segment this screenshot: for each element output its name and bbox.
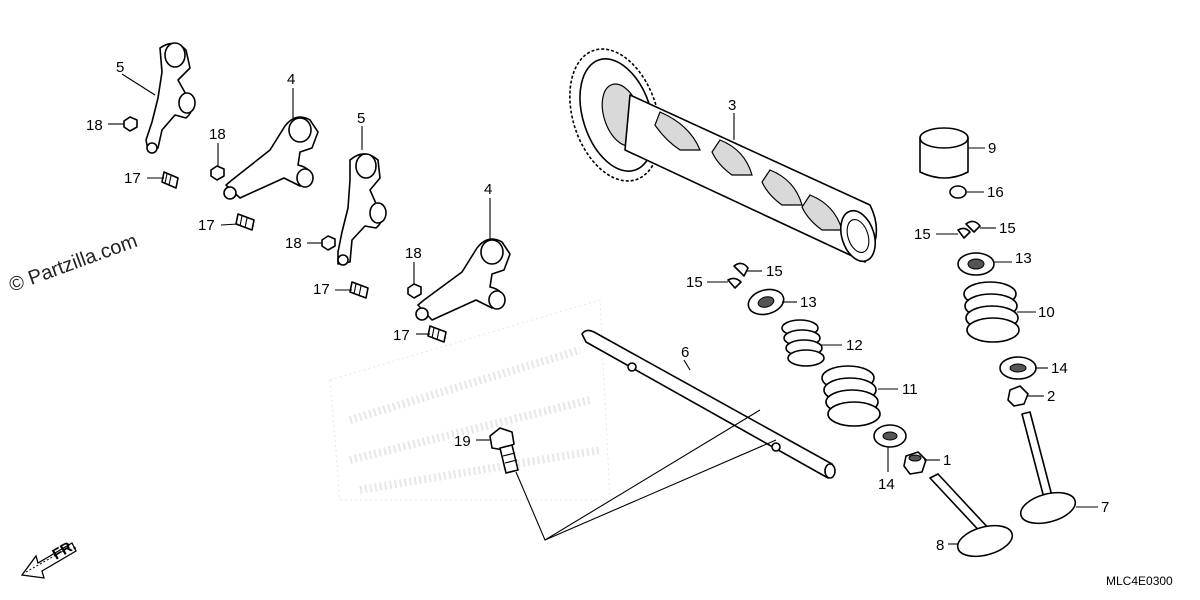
callout-12: 12	[846, 337, 863, 354]
callout-17: 17	[124, 170, 141, 187]
cotter-15-middle	[727, 262, 749, 289]
inner-spring-12	[781, 319, 825, 367]
callout-18: 18	[285, 235, 302, 252]
nut-18-b	[210, 165, 225, 181]
callout-14: 14	[1051, 360, 1068, 377]
valve-7	[1019, 411, 1077, 525]
callout-labels: 5 18 17 4 18 17 5 18 17 4 18 17 3 6 15 1…	[86, 59, 1109, 554]
callout-15: 15	[686, 274, 703, 291]
callout-2: 2	[1047, 388, 1055, 405]
rocker-arm-5-second	[337, 153, 387, 266]
callout-8: 8	[936, 537, 944, 554]
leader-lines	[108, 73, 1098, 545]
callout-17: 17	[393, 327, 410, 344]
spring-seat-14-right	[999, 356, 1037, 380]
nut-18-c	[321, 235, 336, 251]
callout-6: 6	[681, 344, 689, 361]
callout-9: 9	[988, 140, 996, 157]
spring-10	[963, 281, 1020, 343]
outer-spring-11	[821, 365, 881, 427]
drawing-code: MLC4E0300	[1106, 574, 1173, 588]
nut-18-a	[123, 116, 138, 132]
callout-5: 5	[357, 110, 365, 127]
callout-18: 18	[86, 117, 103, 134]
callout-15: 15	[914, 226, 931, 243]
shim-16	[949, 185, 967, 199]
callout-1: 1	[943, 452, 951, 469]
callout-13: 13	[800, 294, 817, 311]
rocker-arm-4-second	[415, 238, 511, 321]
retainer-13-middle	[747, 288, 785, 316]
adjuster-screw-17-c	[349, 281, 369, 299]
reference-lines-19	[515, 409, 777, 541]
callout-3: 3	[728, 97, 736, 114]
valve-8	[929, 473, 1014, 558]
callout-18: 18	[209, 126, 226, 143]
bolt-19	[489, 427, 519, 474]
callout-13: 13	[1015, 250, 1032, 267]
partzilla-watermark: © Partzilla.com	[6, 230, 140, 297]
nut-18-d	[407, 283, 422, 299]
brand-watermark	[329, 299, 611, 501]
callout-17: 17	[313, 281, 330, 298]
rocker-arm-5-left	[145, 42, 196, 154]
retainer-13-right	[957, 252, 995, 276]
adjuster-screw-17-d	[427, 325, 447, 343]
cotter-15-right	[957, 220, 981, 239]
callout-4: 4	[287, 71, 295, 88]
callout-15: 15	[766, 263, 783, 280]
adjuster-screw-17-b	[235, 213, 255, 231]
front-arrow-indicator: FR.	[20, 537, 79, 579]
callout-16: 16	[987, 184, 1004, 201]
rocker-arm-4-first	[223, 116, 319, 200]
callout-11: 11	[902, 381, 918, 398]
spring-seat-14-middle	[873, 424, 907, 448]
callout-18: 18	[405, 245, 422, 262]
callout-17: 17	[198, 217, 215, 234]
callout-19: 19	[454, 433, 471, 450]
camshaft-3	[569, 48, 878, 263]
adjuster-screw-17-a	[161, 171, 179, 189]
callout-4: 4	[484, 181, 492, 198]
tappet-9	[919, 127, 969, 179]
stem-seal-1	[903, 451, 927, 475]
rocker-shaft-6	[581, 329, 836, 479]
stem-seal-2	[1007, 385, 1029, 407]
callout-14: 14	[878, 476, 895, 493]
callout-10: 10	[1038, 304, 1055, 321]
callout-7: 7	[1101, 499, 1109, 516]
callout-15: 15	[999, 220, 1016, 237]
callout-5: 5	[116, 59, 124, 76]
